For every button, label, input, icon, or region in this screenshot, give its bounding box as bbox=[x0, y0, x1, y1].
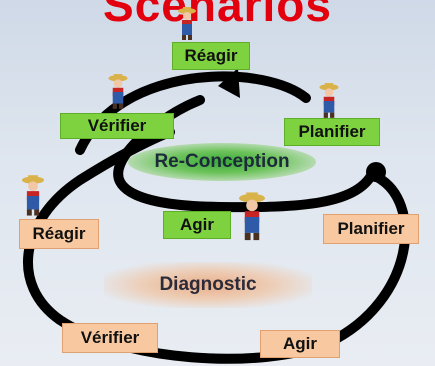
top-arc-arrow bbox=[218, 68, 240, 98]
top-arc bbox=[75, 71, 311, 155]
outer-react-box: Réagir bbox=[19, 219, 99, 249]
loop-knot bbox=[366, 162, 386, 182]
outer-act-box: Agir bbox=[260, 330, 340, 358]
farmer-figure-icon bbox=[22, 175, 44, 216]
outer-plan-box: Planifier bbox=[323, 214, 419, 244]
farmer-figure-icon bbox=[108, 74, 128, 109]
inner-plan-box: Planifier bbox=[284, 118, 380, 146]
reconception-label: Re-Conception bbox=[128, 143, 316, 181]
farmer-figure-icon bbox=[319, 83, 339, 118]
diagnostic-label: Diagnostic bbox=[104, 262, 312, 308]
page-title: Scénarios bbox=[103, 0, 332, 31]
outer-check-box: Vérifier bbox=[62, 323, 158, 353]
inner-react-box: Réagir bbox=[172, 42, 250, 70]
inner-act-box: Agir bbox=[163, 211, 231, 239]
inner-check-box: Vérifier bbox=[60, 113, 174, 139]
farmer-figure-icon bbox=[178, 7, 196, 40]
farmer-figure-icon bbox=[239, 192, 265, 241]
